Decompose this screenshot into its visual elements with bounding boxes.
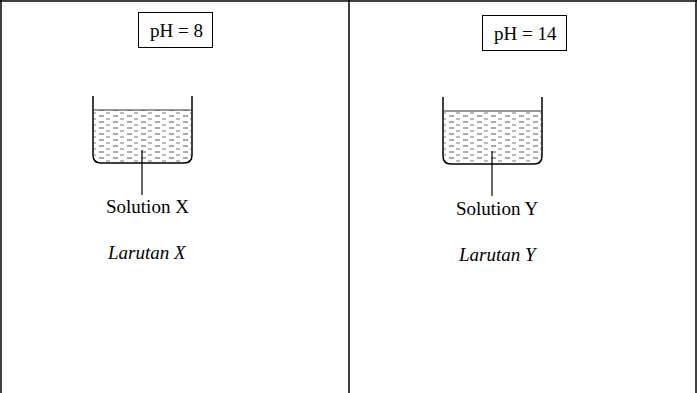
ph-box: pH = 8 xyxy=(138,12,213,48)
malay-label: Larutan Y xyxy=(459,244,536,266)
leader-line xyxy=(141,150,142,195)
leader-line xyxy=(491,151,492,196)
beaker-x xyxy=(93,96,192,195)
ph-value: pH = 14 xyxy=(494,23,555,45)
ph-box: pH = 14 xyxy=(482,15,567,51)
malay-label: Larutan X xyxy=(108,242,186,264)
solution-label: Solution X xyxy=(106,196,189,218)
beaker-y xyxy=(443,97,542,196)
solution-label: Solution Y xyxy=(456,198,538,220)
ph-value: pH = 8 xyxy=(150,20,201,42)
